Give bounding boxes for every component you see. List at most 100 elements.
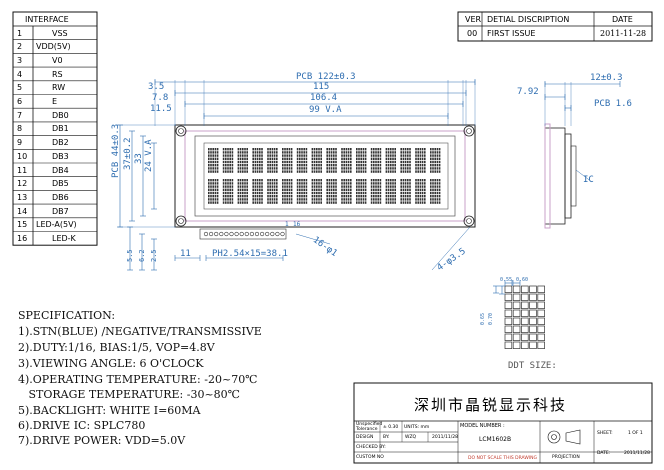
- tolerance-value: ± 0.30: [383, 425, 399, 430]
- pin-number: 16: [17, 234, 28, 243]
- pin-number: 5: [17, 83, 23, 93]
- character-cell: [237, 148, 248, 173]
- dot-cell: [512, 341, 521, 349]
- character-cell: [400, 179, 411, 204]
- spec-line: 7).DRIVE POWER: VDD=5.0V: [18, 434, 186, 447]
- pin-name: DB3: [52, 151, 69, 161]
- pin-pad: [280, 231, 285, 237]
- pcb-outline: [174, 124, 476, 228]
- revision-border: [457, 11, 653, 42]
- dim-va-width: 99 V.A: [309, 105, 342, 115]
- viewing-area: [203, 142, 449, 210]
- dot-cell: [529, 301, 537, 309]
- character-cell: [385, 179, 396, 204]
- dot-cell: [521, 341, 529, 349]
- dot-cell: [521, 309, 529, 317]
- mounting-hole: [463, 125, 475, 137]
- dim-left-35: 3.5: [148, 82, 165, 92]
- side-view-body: [544, 127, 566, 225]
- character-cell: [356, 148, 367, 173]
- dot-cell: [512, 293, 521, 301]
- pin-number: 9: [17, 138, 23, 148]
- character-cell: [326, 148, 337, 173]
- pin-name: RS: [52, 69, 63, 79]
- dot-cell: [504, 309, 513, 317]
- leader-ic: [575, 169, 593, 183]
- dot-cell: [521, 285, 529, 293]
- dot-cell: [529, 333, 537, 341]
- dim-h-37: 37±0.2: [123, 137, 133, 170]
- pin-pad: [260, 231, 265, 237]
- side-view-ic: [570, 145, 577, 207]
- side-view-bezel: [544, 123, 551, 229]
- dim-thick-792: 7.92: [517, 87, 539, 97]
- spec-line: 5).BACKLIGHT: WHITE I=60MA: [18, 404, 201, 417]
- character-cell: [267, 179, 278, 204]
- spec-line: 4).OPERATING TEMPERATURE: -20~70℃: [18, 373, 258, 386]
- pin-number: 2: [17, 42, 23, 52]
- dot-cell: [512, 285, 521, 293]
- dot-cell: [512, 333, 521, 341]
- dim-dot-w2: 0.60: [516, 277, 529, 283]
- spec-line: STORAGE TEMPERATURE: -30~80℃: [18, 388, 240, 401]
- dot-cell: [512, 301, 521, 309]
- ddt-size-label: DDT SIZE:: [508, 361, 557, 371]
- dot-cell: [529, 317, 537, 325]
- character-cell: [222, 148, 234, 173]
- pin-name: DB0: [52, 110, 69, 120]
- pin-number: 14: [17, 206, 28, 216]
- sheet-value: 1 OF 1: [628, 431, 643, 436]
- spec-line: 1).STN(BLUE) /NEGATIVE/TRANSMISSIVE: [18, 325, 262, 338]
- dim-dot-w: 0.55: [500, 277, 513, 283]
- dim-pitch: PH2.54×15=38.1: [212, 249, 288, 259]
- dot-cell: [529, 293, 537, 301]
- bezel-outline: [184, 130, 466, 222]
- mounting-hole-inner: [466, 218, 472, 224]
- pin-pad: [244, 231, 249, 237]
- pin-pad: [209, 231, 214, 237]
- designer: WZQ: [405, 435, 417, 440]
- dot-cell: [529, 325, 537, 333]
- mounting-hole-inner: [466, 128, 472, 134]
- pin-pad: [214, 231, 219, 237]
- character-cell: [311, 148, 322, 173]
- character-cell: [296, 179, 308, 204]
- rev-header-desc: DETIAL DISCRIPTION: [487, 15, 570, 24]
- pin-number: 6: [17, 97, 23, 106]
- character-cell: [326, 179, 337, 204]
- tolerance-label: Unspecified Tolerance: [356, 422, 383, 432]
- mounting-hole: [175, 215, 187, 227]
- dim-outline-106: 106.4: [310, 93, 338, 103]
- pin-number: 12: [17, 179, 28, 189]
- pin-name: E: [52, 97, 58, 106]
- spec-line: 3).VIEWING ANGLE: 6 O'CLOCK: [18, 357, 204, 370]
- pin-pad: [239, 231, 244, 237]
- rev-row-date: 2011-11-28: [600, 29, 647, 38]
- dot-cell: [504, 317, 513, 325]
- dot-cell: [504, 341, 513, 349]
- pin-name: LED-A(5V): [36, 220, 77, 230]
- leader-pad: [295, 233, 331, 245]
- customer-label: CUSTOM NO: [356, 455, 384, 460]
- dim-bottom-11: 11: [180, 249, 191, 259]
- dim-dot-h2: 0.70: [488, 312, 494, 325]
- character-cell: [370, 179, 382, 204]
- pin-pad: [254, 231, 260, 237]
- pin-number: 1: [17, 28, 23, 38]
- rev-header-date: DATE: [612, 15, 633, 24]
- character-cell: [400, 148, 411, 173]
- dot-cell: [504, 333, 513, 341]
- dot-cell: [537, 317, 545, 325]
- dot-cell: [521, 325, 529, 333]
- dot-cell: [504, 293, 513, 301]
- dot-cell: [529, 285, 537, 293]
- dot-cell: [512, 309, 521, 317]
- mounting-hole-inner: [178, 218, 184, 224]
- pin-name: DB6: [52, 192, 69, 202]
- dim-dot-h: 0.65: [480, 312, 486, 325]
- character-cell: [208, 148, 219, 173]
- interface-title: INTERFACE: [25, 15, 69, 24]
- dot-cell: [504, 325, 513, 333]
